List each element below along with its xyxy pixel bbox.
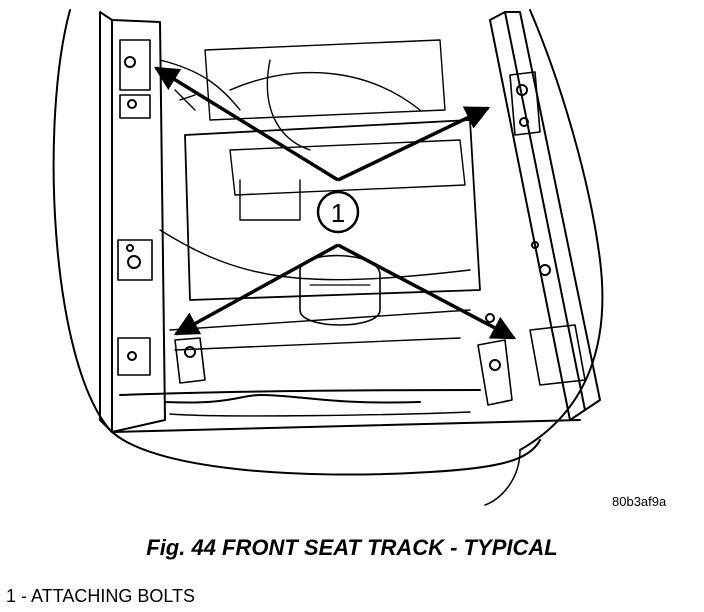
front-cross-bar <box>111 389 581 433</box>
arrow-front-left <box>173 243 339 336</box>
legend-item: 1 - ATTACHING BOLTS <box>6 586 195 607</box>
figure-caption: Fig. 44 FRONT SEAT TRACK - TYPICAL <box>146 535 558 560</box>
seat-cushion-right-edge <box>519 9 604 451</box>
legend-label: ATTACHING BOLTS <box>31 586 196 606</box>
callout-arrows <box>153 66 517 340</box>
callout-1: 1 <box>316 190 360 234</box>
legend-number: 1 <box>6 586 17 606</box>
seat-cushion-outline <box>52 9 541 476</box>
seat-adjuster-motor <box>159 39 481 326</box>
front-left-bolt <box>174 337 206 384</box>
legend-separator: - <box>16 586 32 606</box>
seat-track-drawing: 1 <box>52 9 604 506</box>
figure-image-id: 80b3af9a <box>612 494 667 509</box>
arrow-front-right <box>337 243 517 340</box>
right-seat-track <box>489 11 601 421</box>
callout-number: 1 <box>331 198 345 228</box>
left-seat-track <box>99 11 166 433</box>
arrow-rear-right <box>337 106 491 182</box>
arrow-rear-left <box>153 66 339 182</box>
